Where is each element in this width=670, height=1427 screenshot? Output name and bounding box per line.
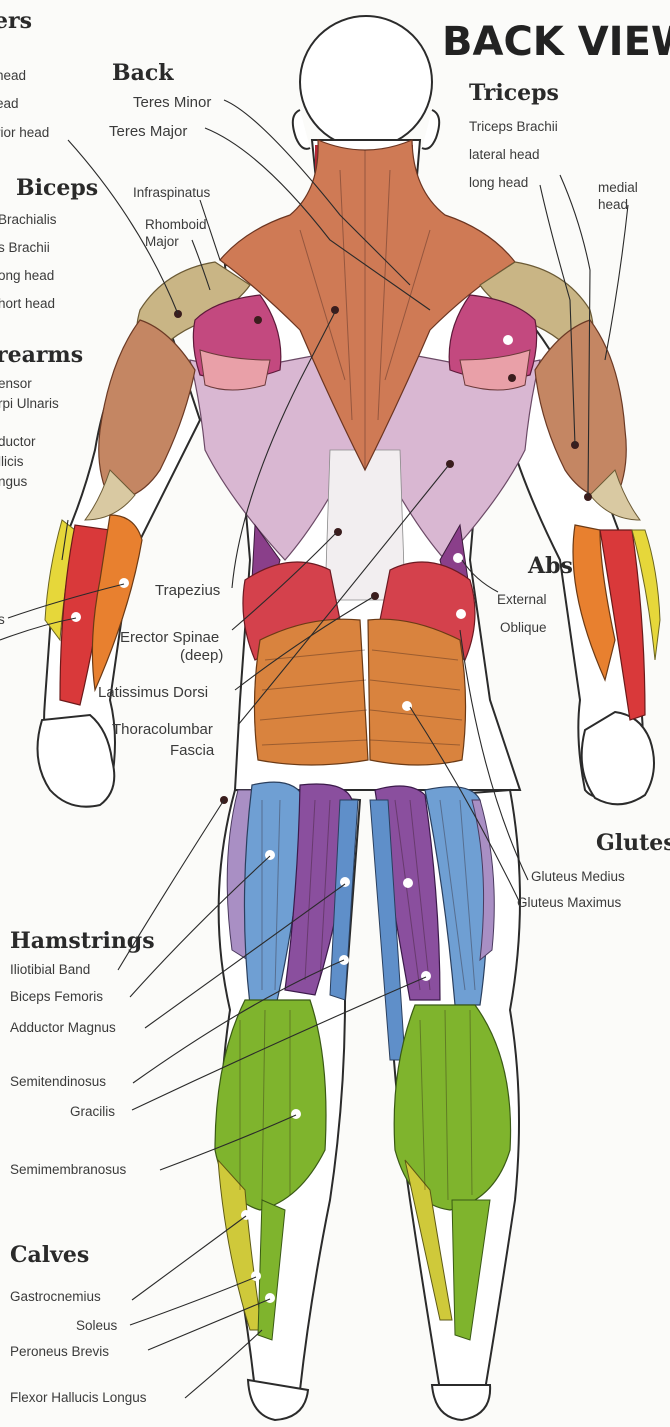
left-group1-label: rior head	[0, 125, 49, 140]
left-group1-label: head	[0, 68, 26, 83]
back-label-deep: (deep)	[180, 647, 223, 664]
triceps-heading: Triceps	[469, 80, 559, 106]
muscles	[45, 140, 660, 1340]
back-label-teres-minor: Teres Minor	[133, 94, 211, 111]
left-biceps-label: s Brachii	[0, 240, 50, 255]
left-forearms-label: rpi Ulnaris	[0, 396, 59, 411]
back-label-fascia: Fascia	[170, 742, 215, 759]
left-biceps-label: Brachialis	[0, 212, 57, 227]
back-label-latissimus: Latissimus Dorsi	[98, 684, 208, 701]
triceps-label-lateral: lateral head	[469, 147, 540, 162]
left-group1-heading: ers	[0, 8, 32, 34]
left-forearms-label: ngus	[0, 474, 28, 489]
back-label-teres-major: Teres Major	[109, 123, 187, 140]
back-label-erector-spinae: Erector Spinae	[120, 629, 219, 646]
triceps-label-long: long head	[469, 175, 528, 190]
glutes-heading: Glutes	[596, 830, 670, 856]
back-label-thoracolumbar: Thoracolumbar	[112, 721, 213, 738]
calves-label-peroneus: Peroneus Brevis	[10, 1344, 109, 1359]
back-label-infraspinatus: Infraspinatus	[133, 185, 211, 200]
abs-heading: Abs	[527, 553, 573, 579]
page-title: BACK VIEW	[442, 19, 670, 65]
abs-label-external: External	[497, 592, 547, 607]
back-label-rhomboid: Rhomboid	[145, 217, 207, 232]
left-forearms-label: ductor	[0, 434, 36, 449]
back-label-trapezius: Trapezius	[155, 582, 220, 599]
left-forearms-heading: rearms	[0, 342, 83, 368]
calves-label-flexor-hallucis: Flexor Hallucis Longus	[10, 1390, 147, 1405]
triceps-label-brachii: Triceps Brachii	[469, 119, 558, 134]
hamstrings-label-semitendinosus: Semitendinosus	[10, 1074, 106, 1089]
left-stray-label: s	[0, 612, 5, 627]
hamstrings-label-biceps-femoris: Biceps Femoris	[10, 989, 103, 1004]
left-group1-label: ead	[0, 96, 19, 111]
head	[300, 16, 432, 148]
glutes-label-maximus: Gluteus Maximus	[517, 895, 622, 910]
calves-label-soleus: Soleus	[76, 1318, 118, 1333]
triceps-label-head: head	[598, 197, 628, 212]
back-heading: Back	[112, 60, 174, 86]
triceps-label-medial: medial	[598, 180, 638, 195]
gluteus-medius-right	[368, 619, 466, 765]
left-biceps-label: hort head	[0, 296, 55, 311]
left-forearms-label: llicis	[0, 454, 24, 469]
glutes-label-medius: Gluteus Medius	[531, 869, 625, 884]
left-biceps-label: ong head	[0, 268, 54, 283]
abs-label-oblique: Oblique	[500, 620, 547, 635]
left-forearms-label: ensor	[0, 376, 32, 391]
hamstrings-heading: Hamstrings	[10, 928, 155, 954]
hamstrings-label-adductor: Adductor Magnus	[10, 1020, 116, 1035]
back-label-major: Major	[145, 234, 179, 249]
hamstrings-label-semimembranosus: Semimembranosus	[10, 1162, 127, 1177]
calves-heading: Calves	[10, 1242, 89, 1268]
calves-label-gastrocnemius: Gastrocnemius	[10, 1289, 101, 1304]
hamstrings-label-iliotibial: Iliotibial Band	[10, 962, 90, 977]
left-biceps-heading: Biceps	[16, 175, 98, 201]
hamstrings-label-gracilis: Gracilis	[70, 1104, 115, 1119]
